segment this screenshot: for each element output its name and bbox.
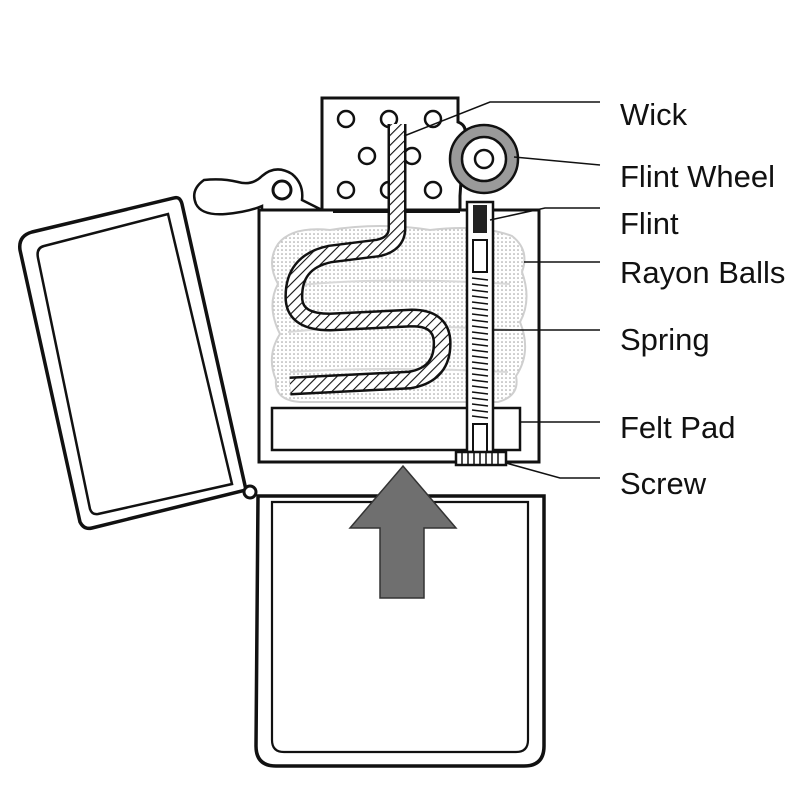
spring bbox=[471, 277, 489, 419]
leader-flint bbox=[489, 207, 600, 221]
label-rayon-balls: Rayon Balls bbox=[620, 255, 785, 290]
leader-lines bbox=[403, 101, 601, 479]
insert-arrow-icon bbox=[348, 464, 458, 599]
label-flint-wheel: Flint Wheel bbox=[620, 159, 775, 194]
label-screw: Screw bbox=[620, 466, 707, 501]
leader-wick bbox=[403, 101, 600, 137]
leader-flint-wheel bbox=[513, 156, 601, 166]
label-spring: Spring bbox=[620, 322, 710, 357]
leader-screw bbox=[505, 462, 600, 479]
flint-wheel bbox=[448, 123, 520, 195]
label-felt-pad: Felt Pad bbox=[620, 410, 735, 445]
lighter-lid bbox=[18, 195, 249, 531]
lighter-case bbox=[254, 494, 546, 768]
screw bbox=[454, 423, 508, 467]
hinge bbox=[242, 484, 258, 500]
label-flint: Flint bbox=[620, 206, 679, 241]
flint bbox=[473, 205, 487, 233]
label-wick: Wick bbox=[620, 97, 688, 132]
spring-follower bbox=[472, 239, 488, 273]
